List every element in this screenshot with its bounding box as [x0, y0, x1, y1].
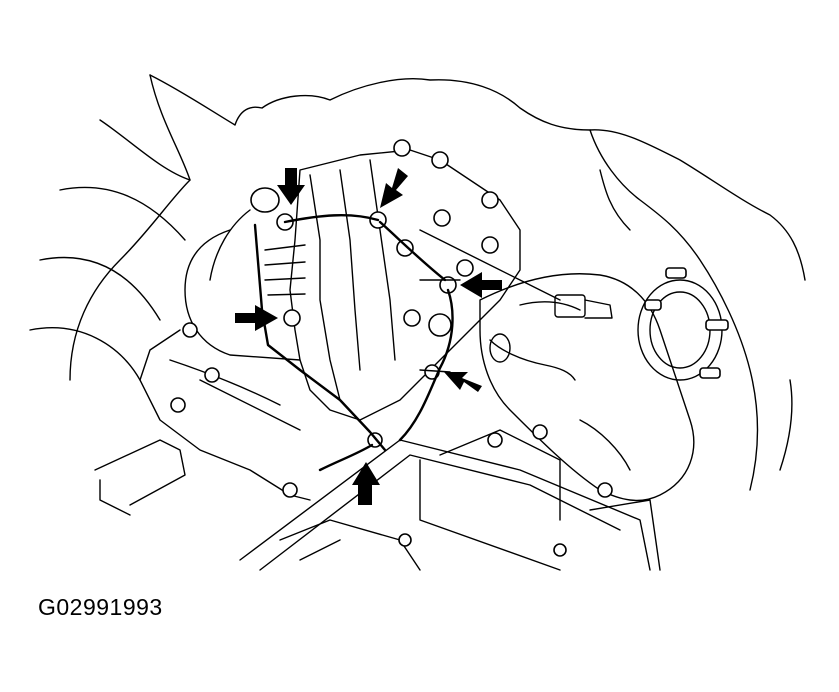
- arrow-bolt-right-lower: [444, 372, 482, 392]
- transmission-diagram: [29, 74, 806, 571]
- transmission-case: [94, 149, 729, 571]
- vehicle-body-outline: [29, 74, 806, 491]
- arrow-bolt-bottom: [352, 462, 380, 505]
- arrow-bolt-right-upper: [460, 272, 502, 298]
- callout-arrows: [235, 168, 502, 505]
- arrow-bolt-top-center: [380, 168, 408, 208]
- arrow-bolt-left: [235, 305, 278, 331]
- bolts: [170, 139, 613, 557]
- arrow-bolt-top-left: [277, 168, 305, 205]
- figure-id-label: G02991993: [38, 594, 163, 620]
